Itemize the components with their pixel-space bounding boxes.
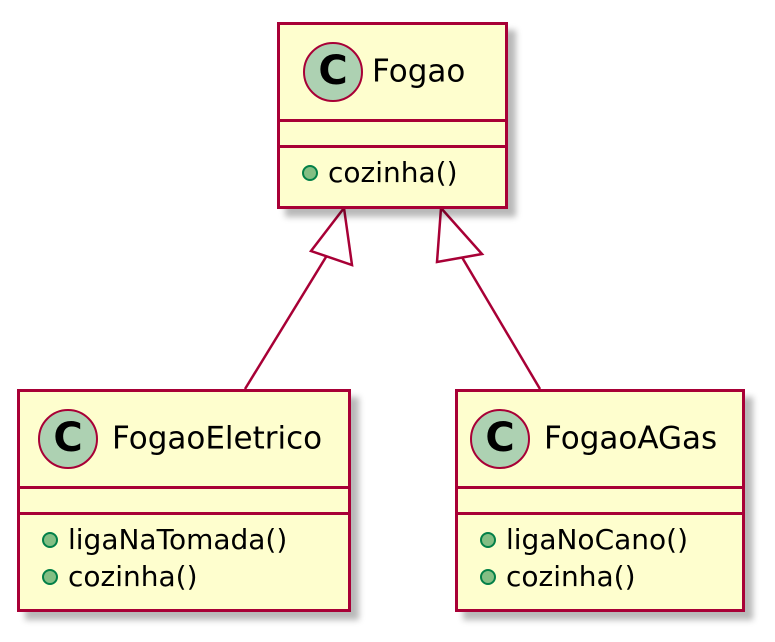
operation-name: ligaNaTomada() xyxy=(68,522,288,556)
inheritance-arrowhead-agas xyxy=(435,204,485,264)
class-name: FogaoAGas xyxy=(544,420,718,457)
public-visibility-icon xyxy=(302,164,318,181)
class-operations-section: ligaNaTomada() cozinha() xyxy=(20,515,348,595)
class-name: Fogao xyxy=(372,53,466,90)
operation-name: ligaNoCano() xyxy=(506,522,688,556)
class-header: C FogaoAGas xyxy=(458,392,742,489)
operation-row: cozinha() xyxy=(20,558,348,595)
operation-row: cozinha() xyxy=(458,558,742,595)
operation-row: ligaNoCano() xyxy=(458,521,742,558)
stereotype-letter: C xyxy=(485,415,515,461)
class-fogao-eletrico[interactable]: C FogaoEletrico ligaNaTomada() cozinha() xyxy=(17,389,351,612)
class-stereotype-icon: C xyxy=(303,42,363,102)
inheritance-line-eletrico xyxy=(243,247,333,390)
public-visibility-icon xyxy=(480,568,496,585)
public-visibility-icon xyxy=(42,568,58,585)
operation-name: cozinha() xyxy=(328,155,458,189)
class-name: FogaoEletrico xyxy=(112,420,323,457)
stereotype-letter: C xyxy=(318,48,348,94)
class-stereotype-icon: C xyxy=(38,409,98,469)
class-attributes-section xyxy=(280,122,505,148)
class-operations-section: ligaNoCano() cozinha() xyxy=(458,515,742,595)
class-stereotype-icon: C xyxy=(470,409,530,469)
class-header: C Fogao xyxy=(280,25,505,122)
inheritance-line-agas xyxy=(455,247,542,390)
class-fogao[interactable]: C Fogao cozinha() xyxy=(277,22,508,209)
operation-row: cozinha() xyxy=(280,154,505,191)
operation-row: ligaNaTomada() xyxy=(20,521,348,558)
class-header: C FogaoEletrico xyxy=(20,392,348,489)
operation-name: cozinha() xyxy=(506,559,636,593)
public-visibility-icon xyxy=(42,531,58,548)
class-fogao-a-gas[interactable]: C FogaoAGas ligaNoCano() cozinha() xyxy=(455,389,745,612)
inheritance-arrowhead-eletrico xyxy=(308,204,354,267)
stereotype-letter: C xyxy=(53,415,83,461)
inheritance-edge-eletrico xyxy=(243,204,354,390)
public-visibility-icon xyxy=(480,531,496,548)
class-attributes-section xyxy=(20,489,348,515)
inheritance-edge-agas xyxy=(435,204,542,390)
class-attributes-section xyxy=(458,489,742,515)
class-operations-section: cozinha() xyxy=(280,148,505,191)
operation-name: cozinha() xyxy=(68,559,198,593)
